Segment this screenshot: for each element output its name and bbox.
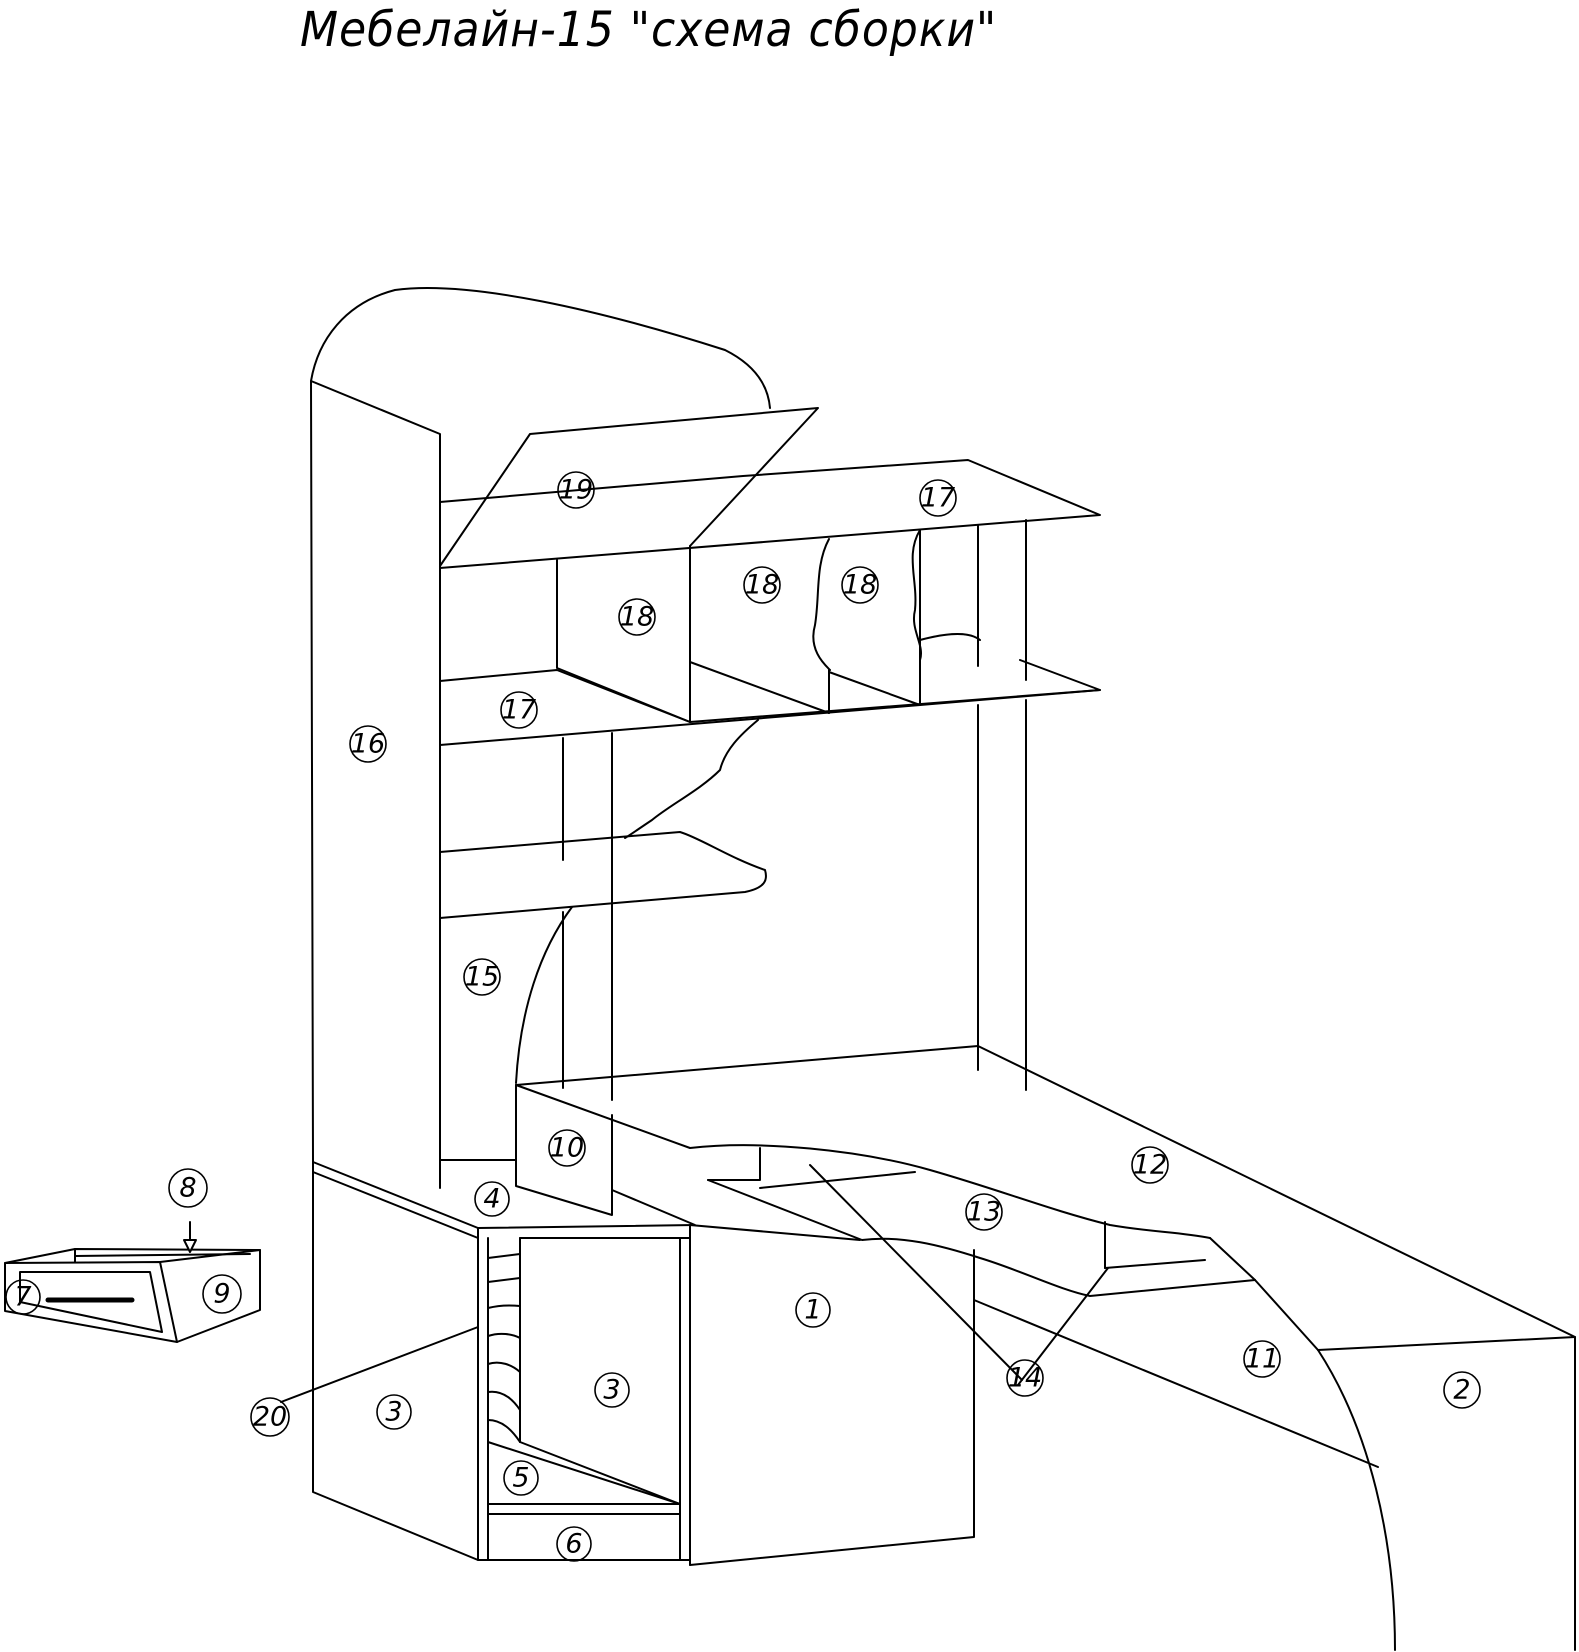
svg-text:6: 6 [565, 1529, 582, 1560]
callout-7: 7 [5, 1279, 41, 1315]
svg-text:18: 18 [620, 602, 654, 633]
center-panel [689, 1224, 975, 1566]
svg-text:18: 18 [745, 570, 779, 601]
callout-11: 11 [1243, 1340, 1281, 1378]
svg-text:18: 18 [843, 570, 877, 601]
callout-8: 8 [168, 1168, 208, 1208]
callout-18-c: 18 [841, 566, 879, 604]
svg-text:12: 12 [1133, 1150, 1167, 1181]
svg-text:17: 17 [502, 695, 536, 726]
svg-text:3: 3 [385, 1397, 402, 1428]
leader-lines [280, 1164, 1109, 1403]
callout-19: 19 [557, 471, 595, 509]
callout-3-right: 3 [594, 1372, 630, 1408]
svg-text:7: 7 [14, 1282, 31, 1313]
callout-18-a: 18 [618, 598, 656, 636]
svg-text:9: 9 [213, 1279, 230, 1310]
lower-cabinet [312, 1159, 696, 1561]
callout-17-lower: 17 [500, 691, 538, 729]
svg-text:8: 8 [179, 1173, 196, 1204]
callout-9: 9 [202, 1274, 242, 1314]
svg-text:10: 10 [550, 1133, 584, 1164]
callout-20: 20 [250, 1397, 290, 1437]
callout-16: 16 [349, 725, 387, 763]
callout-4: 4 [474, 1181, 510, 1217]
drawer [4, 1221, 261, 1343]
tall-side-panel [310, 287, 771, 1189]
svg-text:14: 14 [1008, 1363, 1042, 1394]
page-title: Мебелайн-15 "схема сборки" [300, 2, 998, 58]
desk-top [515, 1045, 1576, 1351]
svg-text:17: 17 [921, 483, 955, 514]
callout-10: 10 [548, 1129, 586, 1167]
callout-3-left: 3 [376, 1394, 412, 1430]
callout-17-upper: 17 [919, 479, 957, 517]
svg-text:1: 1 [804, 1295, 821, 1326]
upper-shelves [439, 407, 1101, 1101]
callout-6: 6 [556, 1526, 592, 1562]
svg-text:3: 3 [603, 1375, 620, 1406]
svg-text:15: 15 [465, 962, 499, 993]
right-leg [973, 1259, 1576, 1651]
callout-1: 1 [795, 1292, 831, 1328]
callout-12: 12 [1131, 1146, 1169, 1184]
svg-text:2: 2 [1453, 1375, 1470, 1406]
svg-text:19: 19 [559, 475, 593, 506]
svg-text:13: 13 [967, 1197, 1001, 1228]
callout-5: 5 [503, 1460, 539, 1496]
svg-text:5: 5 [512, 1463, 529, 1494]
callout-15: 15 [463, 958, 501, 996]
callout-14: 14 [1006, 1359, 1044, 1397]
svg-text:11: 11 [1245, 1344, 1279, 1375]
callout-13: 13 [965, 1193, 1003, 1231]
svg-text:16: 16 [351, 729, 385, 760]
svg-text:20: 20 [253, 1402, 287, 1433]
svg-text:4: 4 [483, 1184, 500, 1215]
callout-2: 2 [1443, 1371, 1481, 1409]
callout-18-b: 18 [743, 566, 781, 604]
